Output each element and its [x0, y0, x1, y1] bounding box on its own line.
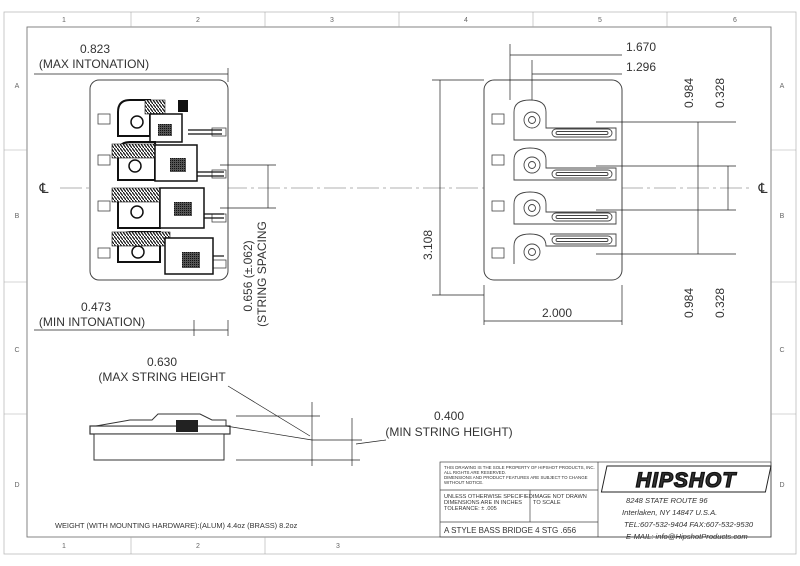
dim-2000: 2.000	[542, 306, 572, 320]
hipshot-logo-text: HIPSHOT	[636, 469, 738, 492]
base-slot-2	[513, 147, 617, 181]
string-spacing-dimension	[220, 164, 276, 209]
max-string-height-label: (MAX STRING HEIGHT	[98, 370, 226, 384]
max-string-height-value: 0.630	[147, 355, 177, 369]
saddle-3	[111, 187, 224, 229]
grid-col-2-top: 2	[196, 17, 200, 24]
min-intonation-label: (MIN INTONATION)	[39, 315, 145, 329]
scale-note-2: TO SCALE	[533, 500, 561, 506]
max-intonation-dimension	[34, 68, 229, 82]
property-notice-2: ALL RIGHTS ARE RESERVED.	[444, 470, 506, 475]
grid-col-1-bottom: 1	[62, 543, 66, 550]
units-note-1: UNLESS OTHERWISE SPECIFIED:	[444, 494, 535, 500]
min-intonation-value: 0.473	[81, 300, 111, 314]
grid-col-3-bottom: 3	[336, 543, 340, 550]
grid-col-2-bottom: 2	[196, 543, 200, 550]
string-height-dimension-lines	[227, 385, 387, 466]
min-intonation-dimension	[34, 320, 229, 336]
dim-3108: 3.108	[421, 230, 435, 260]
weight-note: WEIGHT (WITH MOUNTING HARDWARE):(ALUM) 4…	[55, 521, 298, 530]
saddle-1	[117, 99, 222, 143]
grid-row-c-left: C	[14, 347, 19, 354]
property-notice-3: DIMENSIONS AND PRODUCT FEATURES ARE SUBJ…	[444, 475, 588, 480]
right-view-dimension-lines	[432, 44, 736, 325]
min-string-height-value: 0.400	[434, 409, 464, 423]
centerline-symbol-right: ℄	[758, 180, 768, 196]
grid-row-b-right: B	[780, 213, 785, 220]
grid-row-d-right: D	[779, 482, 784, 489]
bridge-side-view	[89, 413, 313, 461]
part-name: A STYLE BASS BRIDGE 4 STG .656	[444, 526, 577, 535]
grid-row-d-left: D	[14, 482, 19, 489]
grid-row-c-right: C	[779, 347, 784, 354]
property-notice-4: WITHOUT NOTICE.	[444, 480, 483, 485]
base-slot-4	[513, 233, 617, 264]
units-note-2: DIMENSIONS ARE IN INCHES	[444, 500, 522, 506]
scale-note-1: IMAGE NOT DRAWN	[533, 494, 587, 500]
property-notice-1: THIS DRAWING IS THE SOLE PROPERTY OF HIP…	[444, 465, 595, 470]
saddle-4	[111, 231, 224, 275]
hipshot-logo: HIPSHOT	[600, 465, 772, 493]
grid-row-a-left: A	[15, 83, 20, 90]
units-note-3: TOLERANCE: ± .005	[444, 506, 497, 512]
address-line-1: 8248 STATE ROUTE 96	[626, 496, 708, 505]
dim-1296: 1.296	[626, 60, 656, 74]
base-slot-1	[513, 99, 617, 141]
border-ticks	[4, 12, 796, 554]
address-line-2: Interlaken, NY 14847 U.S.A.	[622, 508, 717, 517]
string-spacing-value: 0.656 (±.062)	[241, 240, 255, 311]
dim-0328-bottom: 0.328	[713, 288, 727, 318]
max-intonation-label: (MAX INTONATION)	[39, 57, 149, 71]
email: E-MAIL: info@HipshotProducts.com	[626, 532, 748, 541]
phone-fax: TEL:607-532-9404 FAX:607-532-9530	[624, 520, 754, 529]
dim-0984-top: 0.984	[682, 78, 696, 108]
grid-col-3-top: 3	[330, 17, 334, 24]
base-slot-3	[513, 191, 617, 225]
bridge-top-view-saddles	[89, 79, 229, 281]
min-string-height-label: (MIN STRING HEIGHT)	[385, 425, 512, 439]
grid-col-1-top: 1	[62, 17, 66, 24]
saddle-2	[111, 141, 224, 182]
grid-row-b-left: B	[15, 213, 20, 220]
centerline-symbol-left: ℄	[39, 180, 49, 196]
title-block	[439, 461, 772, 538]
string-spacing-label: (STRING SPACING	[255, 221, 269, 327]
grid-col-4-top: 4	[464, 17, 468, 24]
bridge-top-view-base	[483, 79, 623, 281]
dim-0984-bottom: 0.984	[682, 288, 696, 318]
max-intonation-value: 0.823	[80, 42, 110, 56]
dim-1670: 1.670	[626, 40, 656, 54]
grid-row-a-right: A	[780, 83, 785, 90]
dim-0328-top: 0.328	[713, 78, 727, 108]
outer-border	[3, 11, 797, 555]
grid-col-5-top: 5	[598, 17, 602, 24]
grid-col-6-top: 6	[733, 17, 737, 24]
